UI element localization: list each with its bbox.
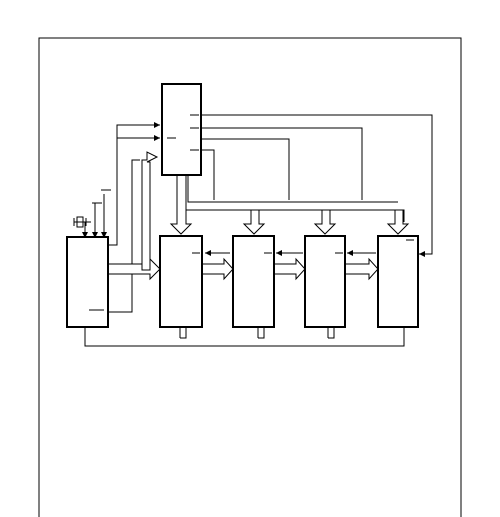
- oscillator-symbol: [73, 216, 91, 228]
- stage-block-4: [377, 235, 419, 328]
- control-lines: [84, 114, 433, 347]
- stage-block-1: [159, 235, 203, 328]
- stage-block-3: [304, 235, 346, 328]
- data-bus-arrows: [107, 151, 379, 281]
- stage-block-2: [232, 235, 275, 328]
- source-block: [66, 236, 109, 328]
- control-block: [161, 83, 202, 176]
- arrowheads: [82, 122, 425, 257]
- control-bus: [169, 174, 410, 235]
- source-inputs: [84, 125, 160, 232]
- page-frame: [38, 37, 462, 517]
- pin-marks: [89, 114, 414, 311]
